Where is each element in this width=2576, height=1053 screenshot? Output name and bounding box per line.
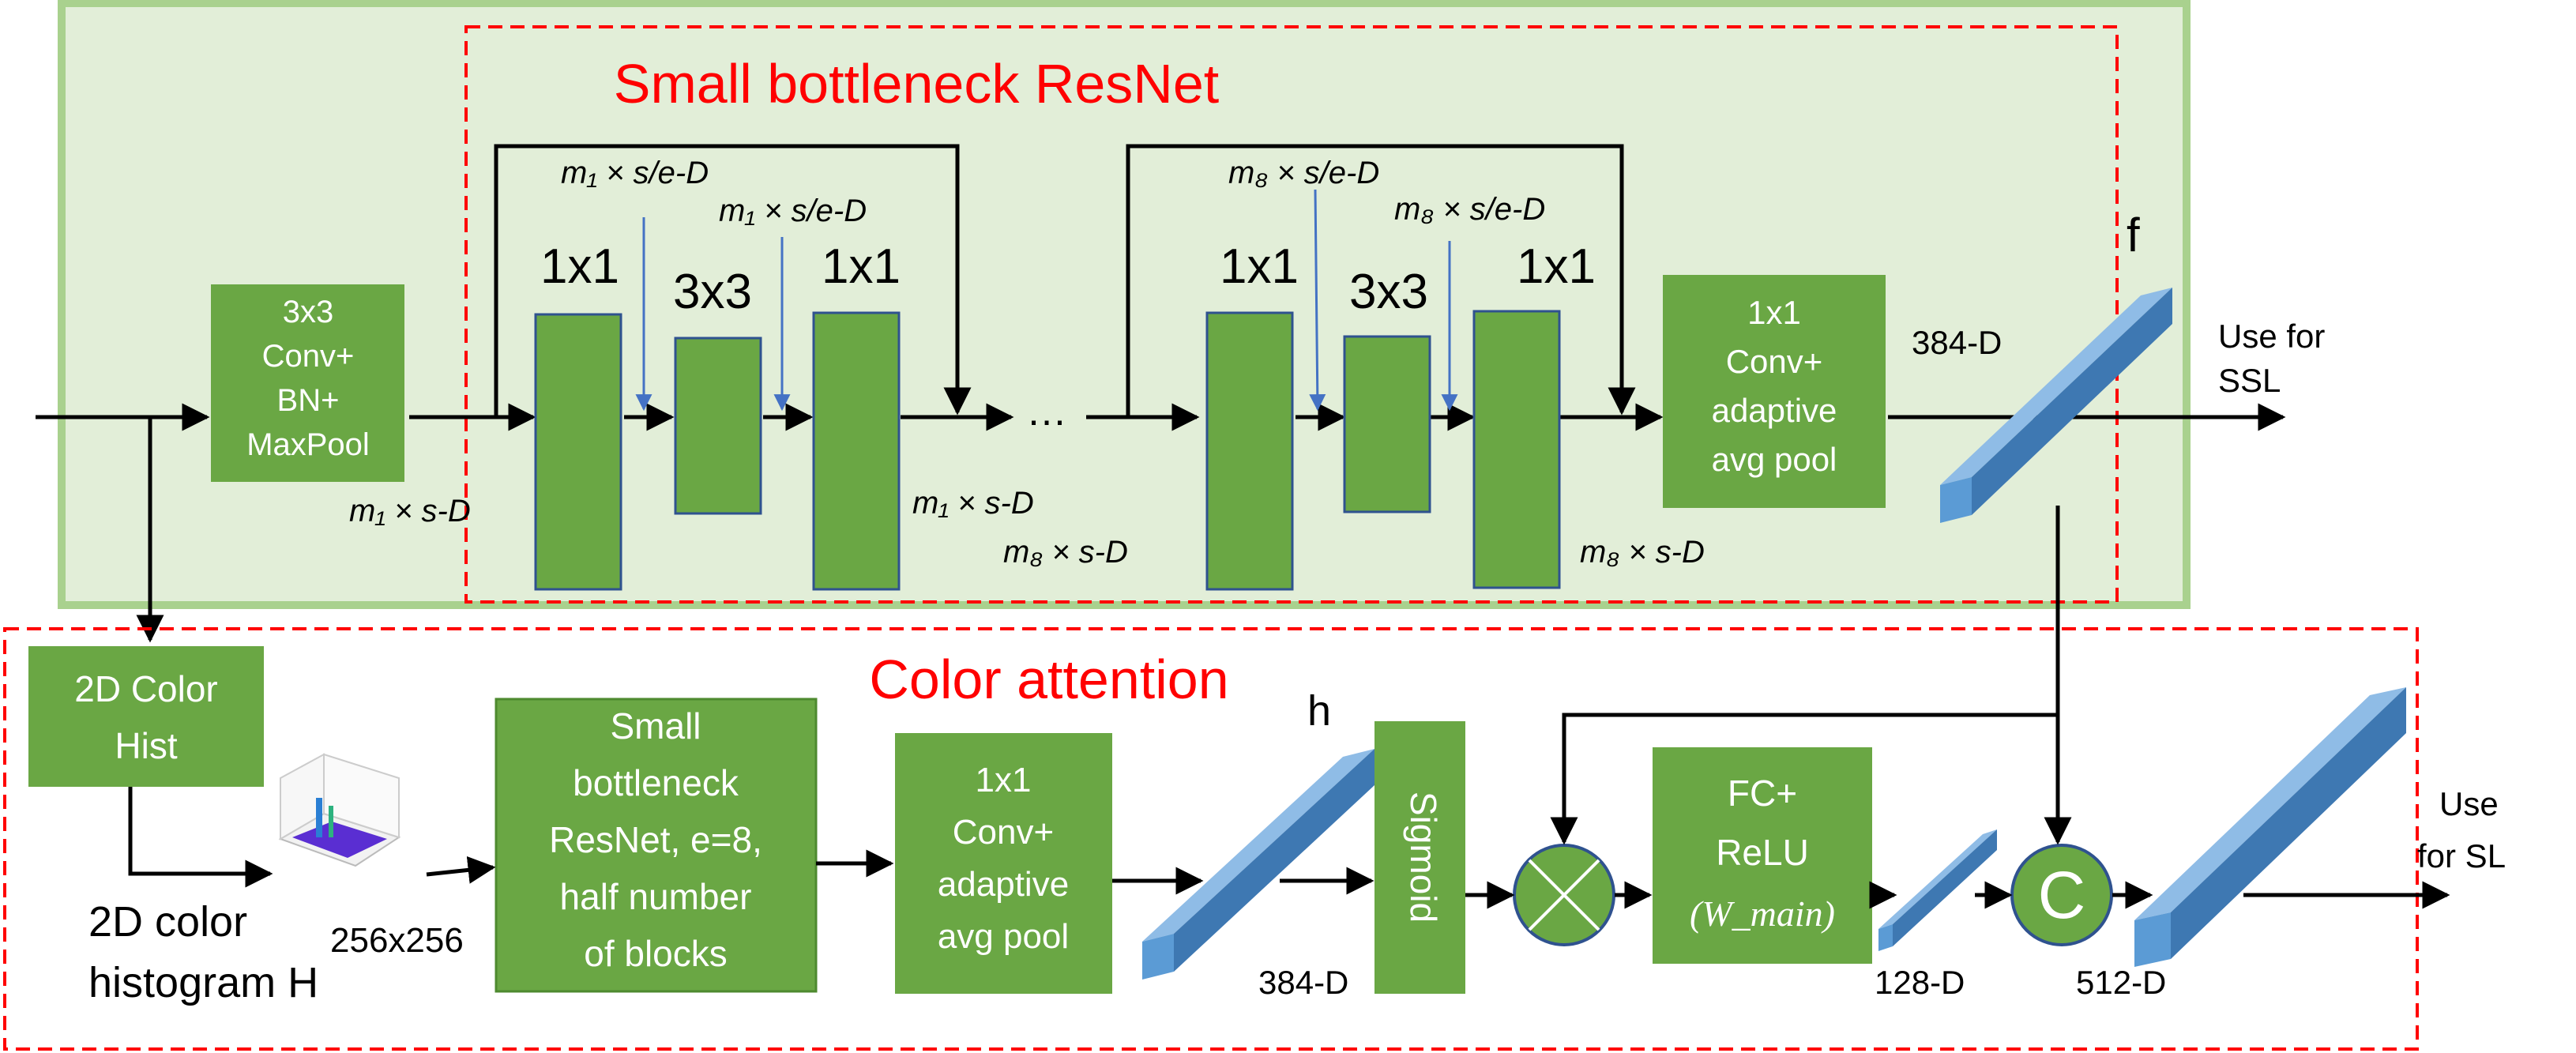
multiply-node (1513, 844, 1615, 946)
svg-text:3x3: 3x3 (283, 295, 334, 329)
svg-text:2D color: 2D color (88, 898, 247, 946)
attention-conv-block (895, 733, 1112, 994)
ssl-output-label: Use for SSL (2218, 318, 2325, 399)
color-hist-label: 2D Color Hist (74, 668, 218, 766)
block-label-1b: 3x3 (673, 265, 752, 319)
svg-text:bottleneck: bottleneck (573, 762, 739, 803)
resnet-title: Small bottleneck ResNet (614, 53, 1219, 115)
svg-text:for SL: for SL (2417, 837, 2506, 874)
color-hist-block (28, 646, 264, 787)
dim-m1-s-out: m₁ × s-D (912, 486, 1034, 521)
svg-text:adaptive: adaptive (938, 865, 1069, 904)
svg-text:ReLU: ReLU (1716, 832, 1809, 873)
stem-conv-label: 3x3 Conv+ BN+ MaxPool (246, 295, 370, 462)
w-dim-label: 128-D (1875, 964, 1965, 1001)
feature-vector-f (1940, 288, 2172, 523)
svg-text:adaptive: adaptive (1712, 392, 1837, 429)
svg-text:1x1: 1x1 (1747, 294, 1801, 331)
small-resnet-label: Small bottleneck ResNet, e=8, half numbe… (549, 705, 762, 974)
svg-text:FC+: FC+ (1728, 773, 1797, 814)
conv1x1-block-1a (534, 313, 622, 591)
dim-m8-se-mid: m₈ × s/e-D (1394, 192, 1545, 227)
svg-text:Hist: Hist (115, 725, 177, 766)
block-label-1a: 1x1 (540, 239, 619, 294)
conv3x3-block-1b (674, 337, 762, 515)
svg-text:avg pool: avg pool (938, 917, 1069, 956)
svg-text:Conv+: Conv+ (953, 813, 1054, 852)
fc-relu-block (1653, 747, 1872, 964)
dim-m8-se-top: m₈ × s/e-D (1228, 156, 1379, 190)
dim-m1-se-mid: m₁ × s/e-D (719, 194, 867, 228)
dim-m8-s-out: m₈ × s-D (1580, 535, 1705, 570)
svg-text:ResNet, e=8,: ResNet, e=8, (549, 819, 762, 860)
histogram-size: 256x256 (330, 921, 464, 960)
dim-m8-s-in: m₈ × s-D (1003, 535, 1128, 570)
fc-relu-label: FC+ ReLU (W_main) (1690, 773, 1835, 934)
block-label-8c: 1x1 (1517, 239, 1596, 294)
conv1x1-block-8c (1472, 310, 1561, 589)
head-conv-pool-block (1663, 275, 1886, 508)
svg-text:Small: Small (610, 705, 701, 747)
head-conv-pool-label: 1x1 Conv+ adaptive avg pool (1712, 294, 1837, 478)
f-dim-label: 384-D (1912, 324, 2002, 361)
conv3x3-block-8b (1343, 335, 1431, 513)
small-resnet-block (495, 698, 818, 993)
svg-text:of blocks: of blocks (584, 933, 728, 974)
svg-text:2D Color: 2D Color (74, 668, 218, 709)
svg-text:(W_main): (W_main) (1690, 893, 1835, 934)
svg-text:MaxPool: MaxPool (246, 427, 370, 462)
block-label-8b: 3x3 (1349, 265, 1428, 319)
sigmoid-label: Sigmoid (1403, 792, 1444, 923)
f-label: f (2127, 209, 2140, 261)
main-flow-arrows (36, 144, 2286, 643)
svg-text:histogram H: histogram H (88, 959, 318, 1006)
h-label: h (1307, 687, 1331, 735)
color-attention-frame (3, 627, 2419, 1051)
svg-text:avg pool: avg pool (1712, 441, 1837, 478)
svg-text:BN+: BN+ (277, 383, 340, 418)
concat-dim-label: 512-D (2076, 964, 2166, 1001)
svg-text:half number: half number (560, 876, 752, 917)
concat-node: C (2010, 844, 2113, 946)
svg-text:Conv+: Conv+ (1726, 343, 1823, 380)
sl-output-label: Use for SL (2417, 785, 2506, 874)
svg-text:C: C (2038, 858, 2086, 932)
histogram-caption: 2D color histogram H (88, 898, 318, 1006)
h-dim-label: 384-D (1258, 964, 1348, 1001)
stem-conv-block (211, 284, 404, 482)
svg-text:1x1: 1x1 (976, 761, 1032, 799)
feature-vector-128 (1878, 829, 1997, 951)
attention-title: Color attention (869, 649, 1228, 710)
dim-m1-s: m₁ × s-D (349, 494, 471, 528)
dim-m1-se-top: m₁ × s/e-D (561, 156, 709, 190)
bottleneck-arrows (635, 189, 1458, 412)
histogram-plot-icon (278, 753, 401, 867)
dimension-labels: m₁ × s-D m₁ × s/e-D m₁ × s/e-D m₁ × s-D … (349, 156, 1705, 570)
feature-vector-h (1142, 749, 1374, 980)
svg-text:Use: Use (2439, 785, 2499, 822)
attention-flow-arrows (128, 506, 2450, 909)
resnet-dashed-frame (464, 25, 2119, 604)
sigmoid-block (1374, 721, 1465, 994)
svg-text:SSL: SSL (2218, 362, 2281, 399)
attention-conv-label: 1x1 Conv+ adaptive avg pool (938, 761, 1069, 956)
feature-vector-512 (2134, 687, 2406, 967)
block-label-1c: 1x1 (822, 239, 901, 294)
svg-text:Conv+: Conv+ (262, 339, 355, 374)
conv1x1-block-8a (1205, 311, 1294, 591)
conv1x1-block-1c (812, 311, 901, 591)
svg-text:Use for: Use for (2218, 318, 2325, 355)
block-label-8a: 1x1 (1220, 239, 1299, 294)
ellipsis: … (1026, 389, 1067, 434)
